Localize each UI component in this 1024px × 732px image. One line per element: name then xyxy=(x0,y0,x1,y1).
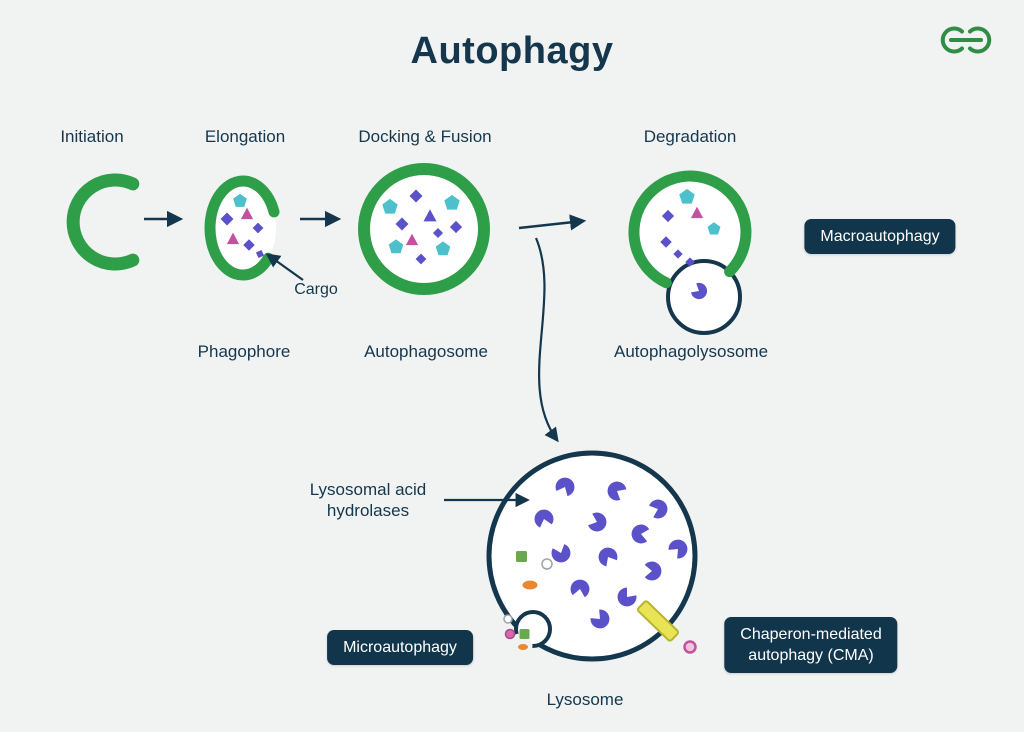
cma-channel-icon xyxy=(636,600,680,642)
protein-square-icon xyxy=(519,629,530,639)
stage-label-degradation: Degradation xyxy=(643,127,737,146)
cma-badge: Chaperon-mediated autophagy (CMA) xyxy=(724,617,898,673)
cargo-pointer-arrow xyxy=(265,253,304,281)
stage-label-docking-fusion: Docking & Fusion xyxy=(358,127,492,146)
stage-label-elongation: Elongation xyxy=(204,127,286,146)
initiation-crescent xyxy=(66,173,140,271)
vesicle-circle-icon xyxy=(541,558,553,570)
microautophagy-cargo-shapes xyxy=(503,614,530,650)
lysosome-contents xyxy=(516,474,692,633)
autophagolysosome-label: Autophagolysosome xyxy=(613,342,769,361)
autophagolysosome xyxy=(628,170,752,335)
phagophore-membrane xyxy=(204,175,280,281)
lipid-ellipse-icon xyxy=(518,644,528,650)
stage-label-initiation: Initiation xyxy=(60,127,124,146)
protein-square-icon xyxy=(516,551,527,562)
hydrolases-label-line1: Lysosomal acid xyxy=(309,480,427,499)
cargo-label: Cargo xyxy=(294,281,338,298)
hydrolases-label: Lysosomal acid hydrolases xyxy=(310,479,427,521)
phagophore-label: Phagophore xyxy=(197,342,291,361)
cma-substrate-icon xyxy=(683,640,697,654)
protein-circle-icon xyxy=(504,628,516,640)
fusion-curved-arrow xyxy=(534,237,559,443)
vesicle-circle-icon xyxy=(503,614,513,624)
cma-badge-line1: Chaperon-mediated xyxy=(740,626,882,643)
macroautophagy-badge: Macroautophagy xyxy=(804,219,956,254)
lysosome-label: Lysosome xyxy=(546,690,624,709)
flow-arrow-3 xyxy=(518,214,587,231)
autophagosome-label: Autophagosome xyxy=(364,342,488,361)
page-title: Autophagy xyxy=(410,30,614,72)
lipid-ellipse-icon xyxy=(522,580,538,590)
hydrolases-label-line2: hydrolases xyxy=(326,501,410,520)
autophagosome-membrane xyxy=(358,163,490,295)
microautophagy-badge: Microautophagy xyxy=(327,630,473,665)
geeksforgeeks-logo-icon xyxy=(940,26,992,54)
cma-badge-line2: autophagy (CMA) xyxy=(748,647,874,664)
